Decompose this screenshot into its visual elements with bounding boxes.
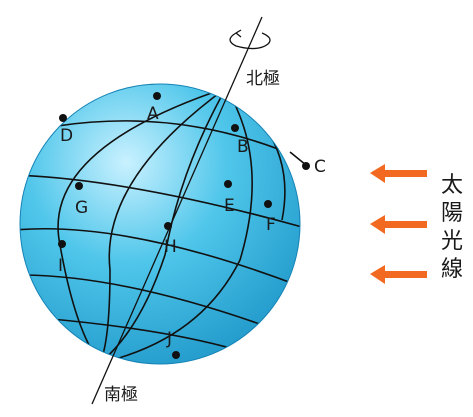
label-i: I bbox=[58, 256, 63, 276]
meridian-line bbox=[99, 87, 227, 364]
sun-arrow-icon bbox=[370, 265, 427, 284]
point-e bbox=[224, 180, 232, 188]
label-c: C bbox=[314, 157, 326, 177]
meridian-line bbox=[99, 87, 253, 364]
label-d: D bbox=[60, 126, 73, 146]
label-b: B bbox=[237, 137, 249, 157]
north-pole-label: 北極 bbox=[246, 69, 280, 89]
point-j bbox=[172, 351, 180, 359]
latitude-line bbox=[20, 227, 300, 291]
meridian-line bbox=[99, 87, 227, 364]
sunlight-label-char-2: 陽 bbox=[441, 201, 463, 226]
globe-outline bbox=[19, 83, 301, 365]
point-a bbox=[153, 92, 161, 100]
sun-arrow-icon bbox=[370, 164, 427, 183]
latitude-extension bbox=[289, 151, 307, 166]
label-g: G bbox=[75, 198, 88, 218]
rotation-axis bbox=[91, 16, 263, 405]
rotation-arrow bbox=[229, 29, 271, 50]
point-d bbox=[59, 114, 67, 122]
sunlight-label-char-4: 線 bbox=[441, 257, 463, 282]
label-h: H bbox=[164, 237, 177, 257]
latitude-line bbox=[20, 174, 300, 233]
label-a: A bbox=[147, 104, 159, 124]
globe bbox=[20, 84, 300, 364]
sunlight-label-char-1: 太 bbox=[441, 173, 463, 198]
point-i bbox=[58, 240, 66, 248]
label-j: J bbox=[166, 329, 172, 349]
sunlight-arrows bbox=[370, 164, 427, 284]
point-b bbox=[231, 124, 239, 132]
sun-arrow-icon bbox=[370, 215, 427, 234]
point-h bbox=[164, 222, 172, 230]
point-f bbox=[264, 200, 272, 208]
point-c bbox=[302, 162, 310, 170]
label-e: E bbox=[224, 196, 235, 216]
latitude-line bbox=[24, 120, 300, 161]
points bbox=[58, 92, 310, 359]
label-f: F bbox=[266, 215, 276, 235]
meridian-line bbox=[57, 87, 227, 364]
point-g bbox=[75, 182, 83, 190]
south-pole-label: 南極 bbox=[104, 385, 138, 405]
sunlight-label-char-3: 光 bbox=[441, 229, 463, 254]
